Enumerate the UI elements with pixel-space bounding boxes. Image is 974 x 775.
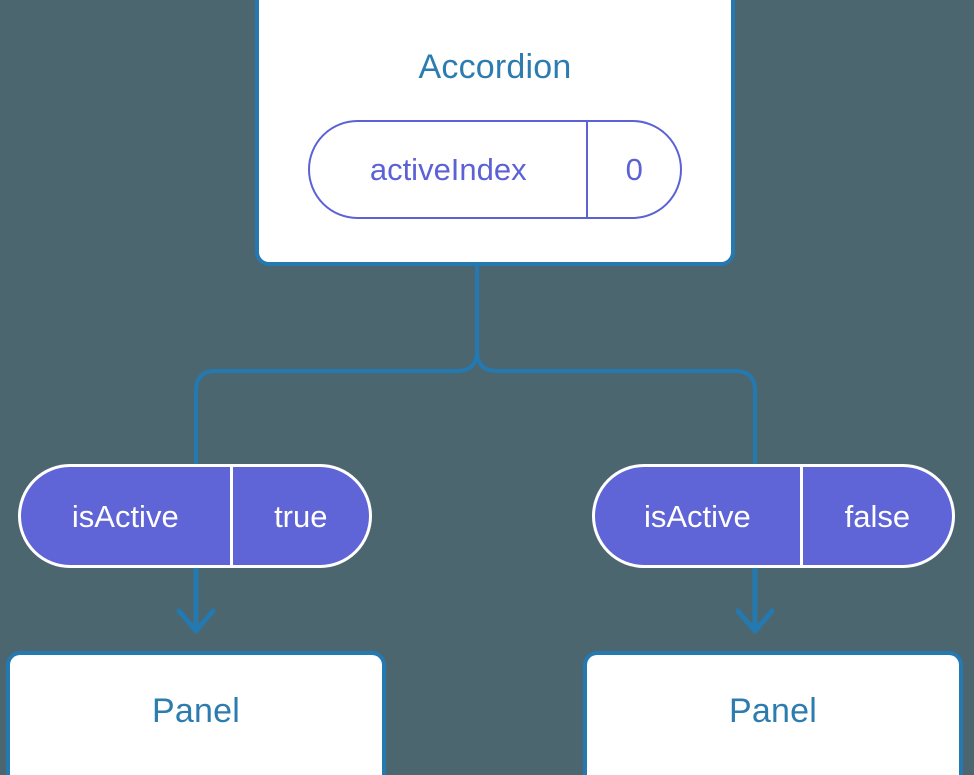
prop-key-active-index: activeIndex — [369, 152, 527, 187]
arrow-head-left — [176, 608, 216, 634]
prop-pill-is-active-right[interactable]: isActive false — [592, 464, 955, 568]
arrow-head-right — [735, 608, 775, 634]
prop-pill-active-index[interactable]: activeIndex 0 — [308, 120, 682, 219]
connector-accordion-to-left — [194, 264, 479, 466]
panel-component-card-left[interactable]: Panel — [6, 651, 386, 775]
panel-title-left: Panel — [152, 692, 240, 730]
prop-pill-is-active-left[interactable]: isActive true — [18, 464, 372, 568]
panel-title-right: Panel — [729, 692, 817, 730]
prop-value-is-active-left: true — [229, 467, 369, 565]
prop-value-active-index: 0 — [586, 122, 680, 217]
prop-key-is-active-left: isActive — [71, 498, 179, 534]
panel-component-card-right[interactable]: Panel — [583, 651, 963, 775]
connector-accordion-to-right — [475, 264, 757, 466]
prop-key-is-active-right: isActive — [643, 498, 751, 534]
prop-value-is-active-right: false — [799, 467, 952, 565]
accordion-title: Accordion — [418, 48, 572, 86]
